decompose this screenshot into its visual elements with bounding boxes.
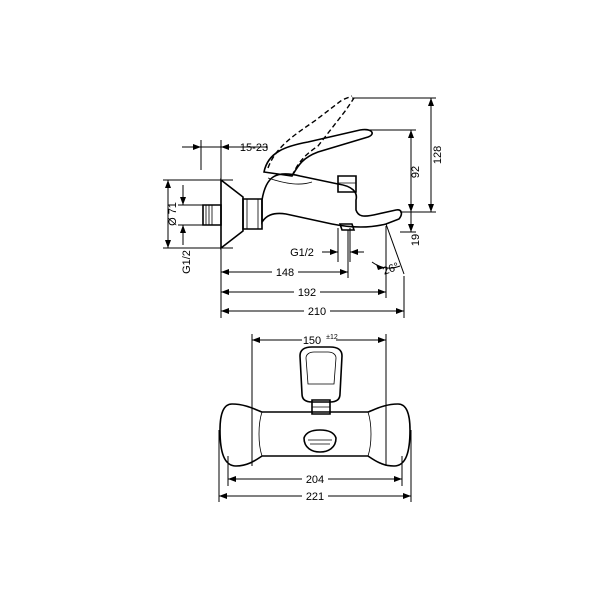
diverter-knob-top <box>311 399 331 415</box>
aerator-grid <box>308 439 332 445</box>
escutcheon <box>220 178 244 250</box>
lever-top-inner <box>305 351 337 385</box>
union-nut <box>242 198 263 230</box>
dim-projection-mid: 192 <box>298 287 316 299</box>
dim-projection-total: 210 <box>308 306 326 318</box>
dim-center-tolerance: ±12 <box>326 334 338 341</box>
dim-diameter: Ø 71 <box>167 202 179 226</box>
top-view: 150 ±12 204 221 <box>218 332 412 503</box>
dim-inlet-thread: G1/2 <box>181 250 193 274</box>
outlet-aerator <box>338 223 356 231</box>
dim-outlet-thread: G1/2 <box>290 247 314 259</box>
dim-inner-width: 204 <box>306 474 324 486</box>
angle-arc <box>371 261 401 269</box>
lever-open-upper <box>267 95 353 169</box>
dim-setback: 15-23 <box>240 142 268 154</box>
diverter-knob <box>337 175 357 193</box>
body-contour <box>267 177 313 185</box>
lever-open-lower <box>291 97 355 177</box>
side-view: 128 92 19 26° 15-23 Ø 71 G1/2 <box>163 95 444 318</box>
dim-center-distance: 150 <box>303 335 321 347</box>
dim-projection: 148 <box>276 267 294 279</box>
body-edge-left <box>258 411 263 457</box>
inlet-thread-marks <box>205 205 213 225</box>
spout-top <box>303 429 337 453</box>
dim-angle: 26° <box>381 261 401 278</box>
dim-height-body: 92 <box>410 166 422 178</box>
body-edge-right <box>367 411 372 457</box>
lever-top <box>299 346 343 403</box>
dim-height-lever: 128 <box>432 146 444 164</box>
angle-ray <box>385 223 405 275</box>
nut-edges <box>246 199 259 229</box>
lever-closed <box>263 128 373 177</box>
mixer-body-top <box>219 403 411 467</box>
dim-outer-width: 221 <box>306 491 324 503</box>
dim-outlet-drop: 19 <box>410 234 422 246</box>
